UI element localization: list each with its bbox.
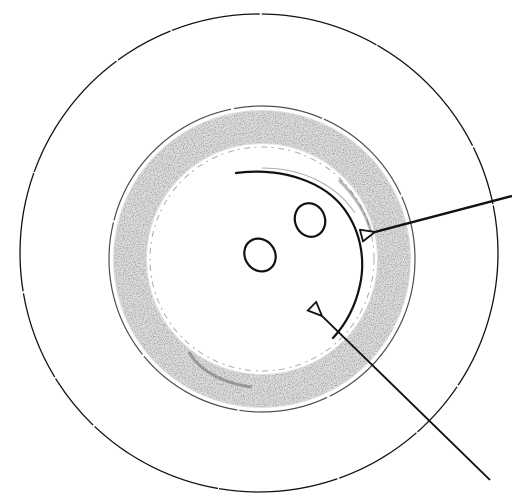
small-oval-lower [238,232,282,277]
outer-circle [20,14,498,492]
inner-arc [236,168,362,338]
shaded-ring-band [109,106,415,412]
pointer-arrow-bottom [322,316,490,480]
small-oval-upper [290,199,330,241]
